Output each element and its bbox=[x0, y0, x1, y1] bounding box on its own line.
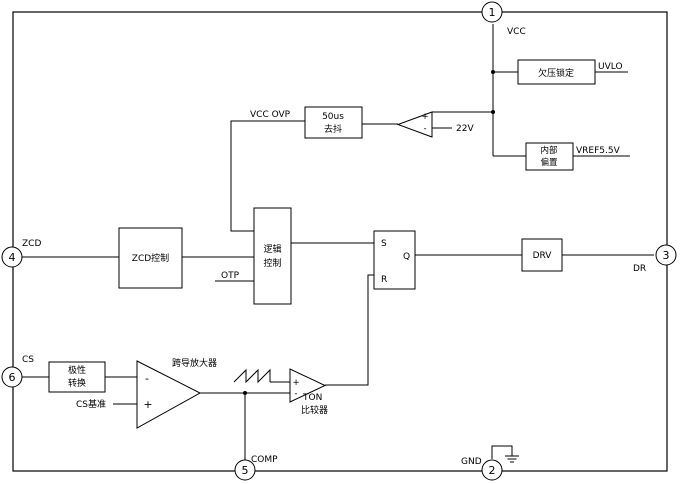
ic-boundary bbox=[12, 11, 668, 472]
sawtooth-ramp-icon bbox=[233, 368, 271, 384]
pin-3: 3 bbox=[655, 244, 677, 266]
bias-block-line1: 内部 bbox=[540, 145, 558, 156]
pin-6: 6 bbox=[1, 366, 23, 388]
ota-minus-sign: - bbox=[145, 372, 149, 385]
polarity-block: 极性 转换 bbox=[48, 361, 106, 393]
pin-4: 4 bbox=[1, 246, 23, 268]
ton-plus-sign: + bbox=[292, 378, 299, 388]
ton-minus-sign: - bbox=[294, 389, 297, 399]
cs-pin-label: CS bbox=[22, 355, 34, 365]
ota-label: 跨导放大器 bbox=[172, 357, 217, 369]
ton-line2: 比较器 bbox=[301, 404, 328, 416]
logic-control-line1: 逻辑 bbox=[263, 243, 281, 255]
junction-dot bbox=[491, 70, 495, 74]
comp-pin-label: COMP bbox=[251, 455, 278, 465]
logic-control-line2: 控制 bbox=[263, 257, 281, 269]
latch-s-label: S bbox=[381, 239, 387, 249]
ota-amplifier: - + 跨导放大器 bbox=[136, 357, 217, 429]
pin-4-number: 4 bbox=[9, 251, 16, 264]
driver-label: DRV bbox=[533, 251, 553, 261]
vref-output-label: VREF5.5V bbox=[576, 146, 621, 156]
pin-2: 2 bbox=[481, 459, 503, 481]
ton-comparator: + - TON 比较器 bbox=[289, 368, 328, 416]
logic-control-block: 逻辑 控制 bbox=[253, 207, 292, 305]
otp-label: OTP bbox=[221, 271, 240, 281]
ovp-plus-sign: + bbox=[421, 112, 428, 122]
vcc-rail bbox=[432, 24, 526, 157]
polarity-line1: 极性 bbox=[68, 364, 86, 376]
uvlo-block: 欠压锁定 UVLO bbox=[517, 59, 628, 85]
pin-5-number: 5 bbox=[242, 464, 249, 477]
vcc-ovp-label: VCC OVP bbox=[250, 110, 291, 120]
latch-q-label: Q bbox=[403, 252, 410, 262]
zcd-control-block: ZCD控制 bbox=[118, 227, 183, 289]
pin-5: 5 bbox=[234, 459, 256, 481]
ground-symbol bbox=[491, 445, 519, 463]
ovp-reference-label: 22V bbox=[456, 124, 474, 134]
pin-2-number: 2 bbox=[489, 464, 496, 477]
cs-reference-label: CS基准 bbox=[76, 398, 106, 410]
ovp-comparator: + - 22V bbox=[362, 111, 474, 138]
pin-1: 1 bbox=[481, 1, 503, 23]
pin-3-number: 3 bbox=[663, 249, 670, 262]
bias-block-line2: 偏置 bbox=[540, 157, 558, 168]
uvlo-block-label: 欠压锁定 bbox=[538, 67, 574, 79]
ota-plus-sign: + bbox=[143, 398, 152, 411]
bias-block: 内部 偏置 VREF5.5V bbox=[525, 142, 630, 171]
sr-latch: S R Q bbox=[373, 230, 416, 290]
driver-block: DRV bbox=[521, 238, 563, 272]
dr-pin-label: DR bbox=[633, 264, 646, 274]
junction-dot bbox=[243, 391, 247, 395]
latch-r-label: R bbox=[381, 275, 387, 285]
vcc-pin-label: VCC bbox=[507, 27, 526, 37]
debounce-line1: 50us bbox=[322, 112, 344, 122]
polarity-line2: 转换 bbox=[68, 377, 86, 389]
ton-line1: TON bbox=[302, 393, 322, 403]
debounce-line2: 去抖 bbox=[324, 123, 342, 135]
gnd-pin-label: GND bbox=[461, 457, 482, 467]
zcd-control-label: ZCD控制 bbox=[132, 252, 169, 264]
uvlo-output-label: UVLO bbox=[598, 62, 623, 72]
zcd-pin-label: ZCD bbox=[22, 239, 41, 249]
debounce-block: 50us 去抖 bbox=[304, 106, 363, 139]
pin-1-number: 1 bbox=[489, 6, 496, 19]
junction-dot bbox=[491, 110, 495, 114]
pin-6-number: 6 bbox=[9, 371, 16, 384]
vcc-ovp-signal: VCC OVP bbox=[230, 110, 305, 232]
ovp-minus-sign: - bbox=[423, 124, 426, 134]
